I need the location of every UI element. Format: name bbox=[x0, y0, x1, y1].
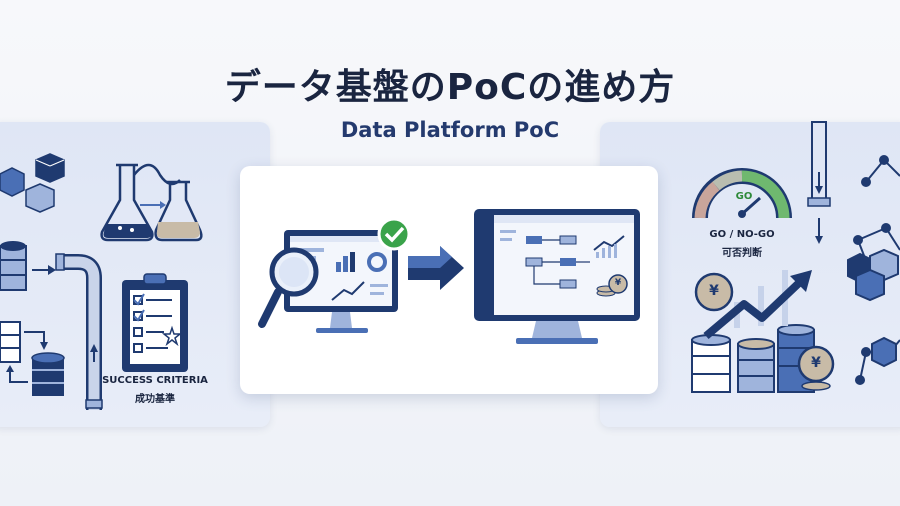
go-no-go-label-jp: 可否判断 bbox=[722, 248, 762, 259]
arrow-right-icon bbox=[408, 246, 464, 290]
go-no-go-label: GO / NO-GO bbox=[709, 229, 775, 240]
success-criteria-label-jp: 成功基準 bbox=[135, 394, 175, 405]
yen-symbol-2: ¥ bbox=[811, 355, 821, 371]
monitor-icon bbox=[474, 209, 640, 344]
clipboard-checklist-icon bbox=[122, 273, 188, 372]
gauge-go-label: GO bbox=[735, 191, 753, 202]
magnifier-icon bbox=[258, 247, 319, 328]
page-title: データ基盤のPoCの進め方 bbox=[224, 67, 676, 108]
check-icon bbox=[377, 217, 411, 251]
page-subtitle: Data Platform PoC bbox=[340, 118, 560, 142]
cubes-icon bbox=[0, 153, 65, 213]
gauge-icon bbox=[692, 168, 792, 219]
database-icon bbox=[0, 321, 65, 396]
database-icon bbox=[0, 241, 27, 291]
pipe-icon bbox=[55, 253, 103, 410]
success-criteria-label: SUCCESS CRITERIA bbox=[102, 375, 208, 386]
monitor-icon bbox=[284, 230, 398, 333]
flask-icon bbox=[100, 163, 203, 242]
coin-stack-icon bbox=[691, 272, 835, 393]
yen-symbol-1: ¥ bbox=[709, 283, 719, 299]
network-icon bbox=[847, 159, 900, 381]
trend-arrow-icon bbox=[703, 270, 812, 340]
pipe-icon bbox=[807, 121, 831, 244]
yen-symbol-3: ¥ bbox=[614, 278, 622, 288]
